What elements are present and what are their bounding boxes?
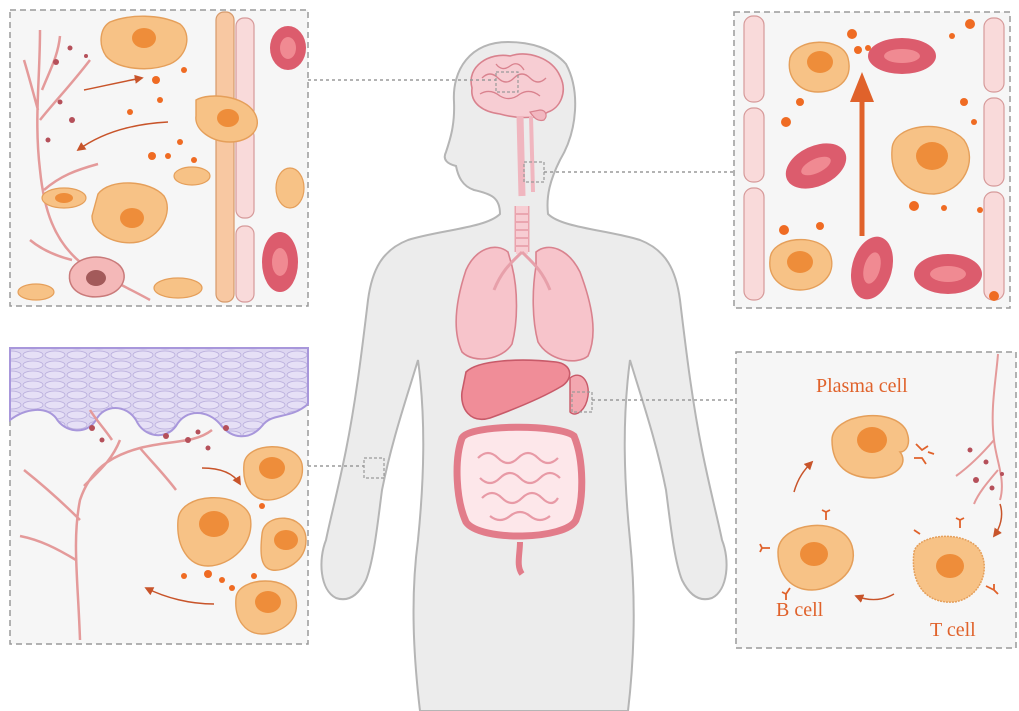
leukocyte: [770, 240, 832, 290]
glial-cell: [101, 16, 187, 68]
plasma-cell-label: Plasma cell: [816, 375, 908, 397]
brain: [471, 54, 563, 120]
vessel: [216, 12, 234, 302]
panel-skin-tissue: [10, 348, 308, 644]
human-body: [308, 42, 736, 711]
spinal-cord: [520, 116, 522, 196]
glial-cell: [92, 183, 167, 243]
leukocyte: [892, 127, 970, 194]
t-cell-label: T cell: [930, 619, 976, 641]
panel-blood-vessel: [734, 12, 1010, 308]
panel-immune-cells: Plasma cell B cell T cell: [736, 352, 1016, 648]
leukocyte: [789, 42, 849, 92]
panel-nervous-tissue: [10, 10, 308, 306]
glial-cell: [154, 278, 202, 298]
glial-cell: [174, 167, 210, 185]
b-cell-label: B cell: [776, 599, 824, 621]
